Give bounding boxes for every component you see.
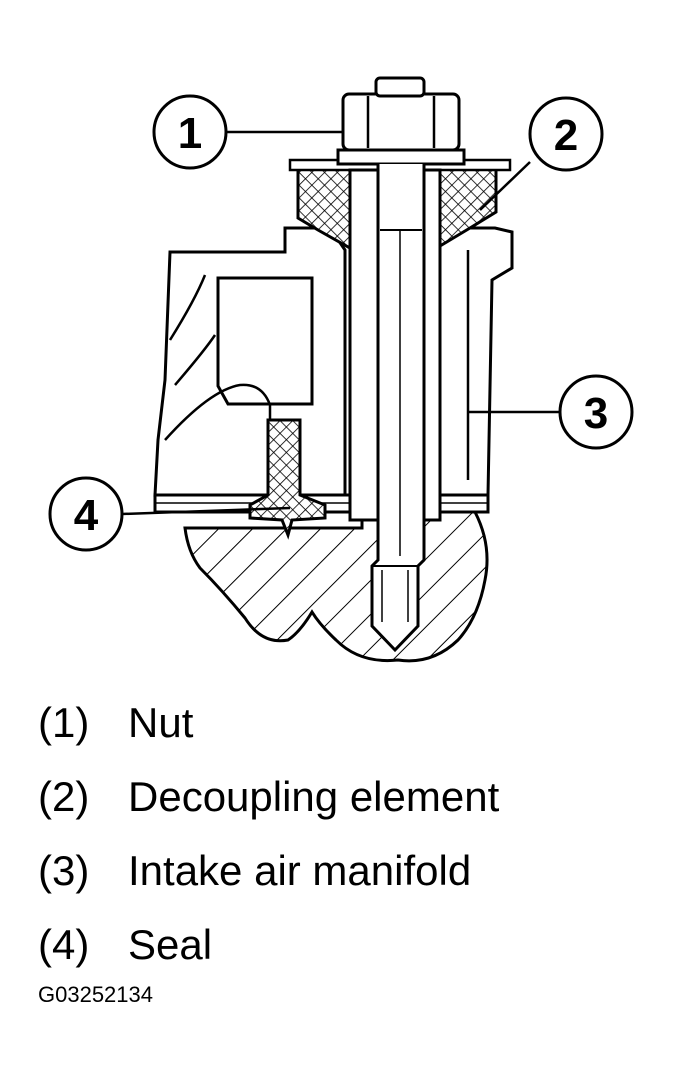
stud-tip [374, 76, 426, 98]
legend-label: Intake air manifold [128, 847, 472, 894]
leader-line-4 [121, 506, 291, 516]
legend-number: (1) [38, 699, 90, 746]
manifold-curve [164, 383, 272, 485]
manifold-right-wall [438, 226, 514, 497]
manifold-edge-line [168, 274, 217, 386]
leader-line-2 [479, 161, 531, 211]
callout-1-label: 1 [178, 109, 202, 158]
legend-item: (3) Intake air manifold [38, 834, 499, 908]
callout-3: 3 [558, 374, 634, 450]
manifold-runner-window [216, 276, 314, 406]
legend-item: (1) Nut [38, 686, 499, 760]
callout-4: 4 [48, 476, 124, 552]
legend-item: (2) Decoupling element [38, 760, 499, 834]
callout-4-label: 4 [74, 491, 99, 540]
legend-number: (3) [38, 847, 90, 894]
figure-id: G03252134 [38, 982, 153, 1007]
legend-number: (4) [38, 921, 90, 968]
cylinder-head-section [183, 510, 489, 663]
legend: (1) Nut (2) Decoupling element (3) Intak… [38, 686, 499, 982]
washer [336, 148, 466, 166]
legend-label: Decoupling element [128, 773, 500, 820]
legend-number: (2) [38, 773, 90, 820]
seal [248, 418, 327, 540]
nut [341, 92, 461, 152]
stud-bolt [370, 164, 426, 653]
callout-1: 1 [152, 94, 228, 170]
legend-item: (4) Seal [38, 908, 499, 982]
diagram: 1 2 3 4 [48, 76, 634, 663]
callout-2: 2 [528, 96, 604, 172]
legend-label: Nut [128, 699, 194, 746]
legend-label: Seal [128, 921, 213, 968]
callout-3-label: 3 [584, 389, 608, 438]
callout-2-label: 2 [554, 111, 578, 160]
